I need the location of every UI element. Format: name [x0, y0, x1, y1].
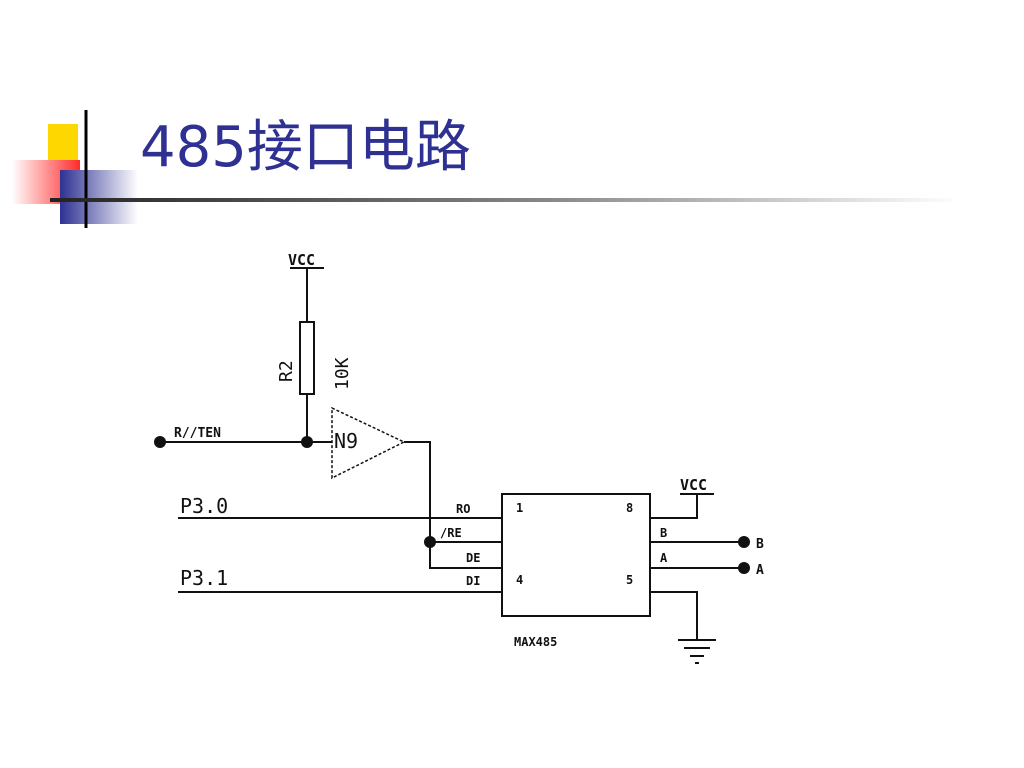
- ground-wire: [650, 591, 698, 640]
- junction-resistor: [301, 436, 313, 448]
- vcc-chip-label: VCC: [680, 476, 707, 494]
- resistor-r2: [299, 321, 315, 395]
- out-a-label: A: [756, 563, 764, 578]
- pin-di-label: DI: [466, 574, 480, 588]
- pin-ro-label: RO: [456, 502, 470, 516]
- logo-blue-square: [60, 170, 138, 224]
- max485-chip: [501, 493, 651, 617]
- terminal-b: [738, 536, 750, 548]
- terminal-a: [738, 562, 750, 574]
- junction-re-de: [424, 536, 436, 548]
- chip-name-label: MAX485: [514, 635, 557, 649]
- out-b-label: B: [756, 537, 764, 552]
- vcc-top-label: VCC: [288, 251, 315, 269]
- resistor-ref-label: R2: [276, 360, 297, 382]
- pin-a-label: A: [660, 551, 668, 565]
- vcc-chip-wire: [650, 494, 698, 519]
- pin5-label: 5: [626, 573, 633, 587]
- pin1-label: 1: [516, 501, 523, 515]
- slide-logo: [12, 110, 138, 228]
- logo-yellow-square: [48, 124, 78, 166]
- pin-re-label: /RE: [440, 526, 462, 540]
- buffer-ref-label: N9: [334, 429, 358, 453]
- resistor-value-label: 10K: [332, 357, 353, 390]
- pin4-label: 4: [516, 573, 523, 587]
- page-title: 485接口电路: [140, 115, 471, 180]
- buffer-output-wire: [404, 441, 502, 569]
- pin-b-label: B: [660, 526, 667, 540]
- port-p31-label: P3.1: [180, 566, 228, 590]
- input-terminal: [154, 436, 166, 448]
- buffer-n9: [331, 406, 406, 480]
- port-p30-label: P3.0: [180, 494, 228, 518]
- pin8-label: 8: [626, 501, 633, 515]
- title-underline: [50, 198, 960, 202]
- input-signal-label: R//TEN: [174, 426, 221, 441]
- pin-de-label: DE: [466, 551, 480, 565]
